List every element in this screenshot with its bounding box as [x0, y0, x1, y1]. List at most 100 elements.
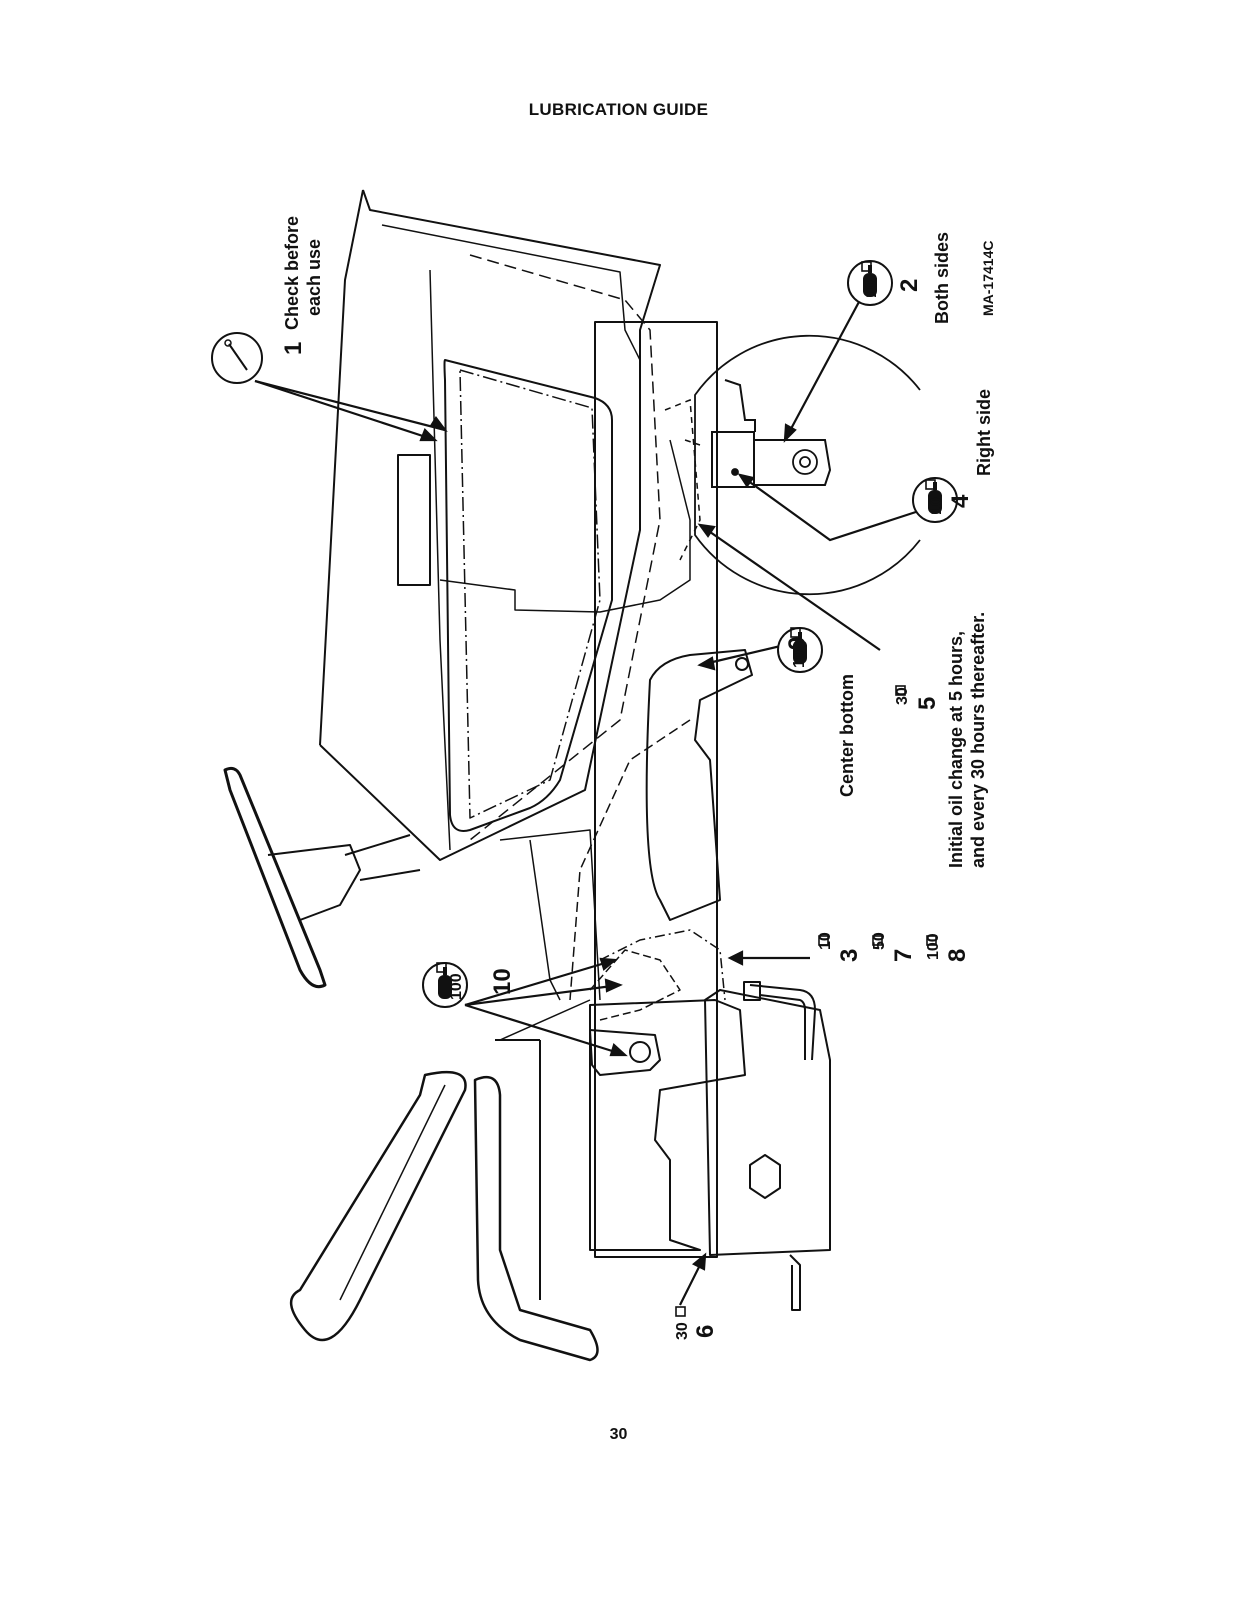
spindle-pin	[735, 657, 749, 671]
leader-9	[699, 643, 786, 667]
seat-inner	[339, 1084, 446, 1301]
front-axle	[645, 649, 753, 921]
callout-3-number: 3	[836, 949, 863, 962]
engine-block	[439, 439, 691, 613]
callout-1-number: 1	[280, 342, 307, 355]
callout-9-interval: 100	[791, 641, 808, 668]
inset-dashed	[664, 398, 701, 561]
callout-3-interval: 10	[817, 932, 834, 950]
hour-box-icon	[872, 935, 883, 946]
callout-1-note-line2: each use	[304, 239, 324, 316]
callout-5-number: 5	[914, 697, 941, 710]
seat	[290, 1070, 467, 1342]
center-panel	[499, 839, 591, 1041]
callout-6-number: 6	[692, 1325, 719, 1338]
grille-window	[443, 359, 613, 832]
inset-bracket	[711, 431, 755, 488]
callout-2-number: 2	[896, 279, 923, 292]
steering-shaft	[344, 834, 421, 881]
hour-box-icon	[861, 261, 872, 272]
figure-code: MA-17414C	[980, 241, 996, 316]
callout-5-interval: 30	[894, 687, 911, 705]
callout-5-note-line1: Initial oil change at 5 hours,	[946, 631, 966, 868]
hour-box-icon	[926, 935, 937, 946]
callout-10-interval: 100	[448, 973, 465, 1000]
transaxle-dashed	[599, 929, 726, 1001]
inset-spindle-hole	[792, 449, 818, 475]
detail-inset	[664, 334, 921, 596]
callout-8-number: 8	[944, 949, 971, 962]
leader-1a	[254, 379, 436, 442]
grease-gun-icon	[912, 477, 958, 523]
arrowhead-10c	[599, 957, 618, 971]
hood-outline	[319, 189, 661, 861]
hood-front-curve	[429, 269, 451, 851]
seat-bracket	[495, 1039, 541, 1300]
callout-1-note-line1: Check before	[282, 216, 302, 330]
callout-4-note: Right side	[974, 389, 994, 476]
hood-back-edge	[319, 189, 364, 746]
steering-column	[267, 844, 361, 921]
hour-box-icon	[436, 962, 447, 973]
callout-9-number: 9	[784, 637, 811, 650]
grille-window-inner	[459, 369, 601, 819]
pivot-gear	[629, 1041, 651, 1063]
inset-spindle-arm	[754, 439, 832, 486]
mower-line-art	[223, 189, 831, 1362]
rear-box	[704, 989, 831, 1256]
pivot-block	[589, 1029, 661, 1076]
arrowhead-10b	[604, 978, 623, 993]
arrowhead-1b	[429, 416, 448, 432]
arrowhead-2	[783, 423, 797, 443]
page-number: 30	[609, 1426, 628, 1443]
hour-box-icon	[925, 479, 936, 490]
hydraulic-fitting	[743, 981, 761, 1001]
callout-2-interval: 10	[863, 280, 880, 298]
arrowhead-4	[737, 473, 755, 488]
hour-box-icon	[895, 685, 906, 696]
arrowhead-6	[691, 1252, 707, 1271]
leader-1b	[254, 379, 446, 432]
rear-fender	[473, 1075, 599, 1362]
hex-nut	[749, 1154, 781, 1199]
callout-8-interval: 100	[925, 933, 942, 960]
page-title: LUBRICATION GUIDE	[528, 100, 709, 119]
inset-spindle-hub	[799, 456, 811, 468]
arrowhead-1a	[419, 428, 438, 442]
steering-wheel	[223, 766, 327, 989]
headlight	[397, 454, 431, 586]
leader-10a	[464, 1003, 626, 1057]
callout-7-number: 7	[890, 949, 917, 962]
hydraulic-line	[749, 984, 816, 1061]
arrowhead-10a	[609, 1043, 628, 1057]
callout-4-number: 4	[947, 494, 974, 508]
dipstick-icon	[211, 332, 263, 384]
arrowhead-3	[727, 950, 744, 966]
chassis-frame	[594, 321, 718, 1258]
hood-dashed-panel	[469, 254, 661, 841]
hood-inner-line	[381, 224, 641, 361]
callout-10-number: 10	[489, 968, 516, 995]
leader-10c	[464, 958, 616, 1007]
callout-9-note: Center bottom	[837, 674, 857, 797]
hour-box-icon	[675, 1306, 686, 1317]
leader-4	[739, 474, 923, 542]
grease-gun-icon	[777, 627, 823, 673]
leader-5	[699, 524, 881, 651]
callout-7-interval: 50	[871, 932, 888, 950]
leader-10b	[464, 983, 621, 1007]
callout-5-note-line2: and every 30 hours thereafter.	[968, 612, 988, 868]
arrowhead-5	[697, 523, 716, 538]
drive-shaft	[569, 719, 691, 1001]
callout-4-interval: 10	[928, 497, 945, 515]
leader-lines	[254, 299, 923, 1306]
callout-2-note: Both sides	[932, 232, 952, 324]
arrowhead-9	[697, 656, 716, 671]
cowl	[499, 829, 601, 1001]
transaxle-housing	[589, 999, 746, 1251]
grease-gun-icon	[847, 260, 893, 306]
leader-2	[784, 299, 861, 441]
inset-tab	[724, 379, 756, 432]
hour-box-icon	[818, 935, 829, 946]
